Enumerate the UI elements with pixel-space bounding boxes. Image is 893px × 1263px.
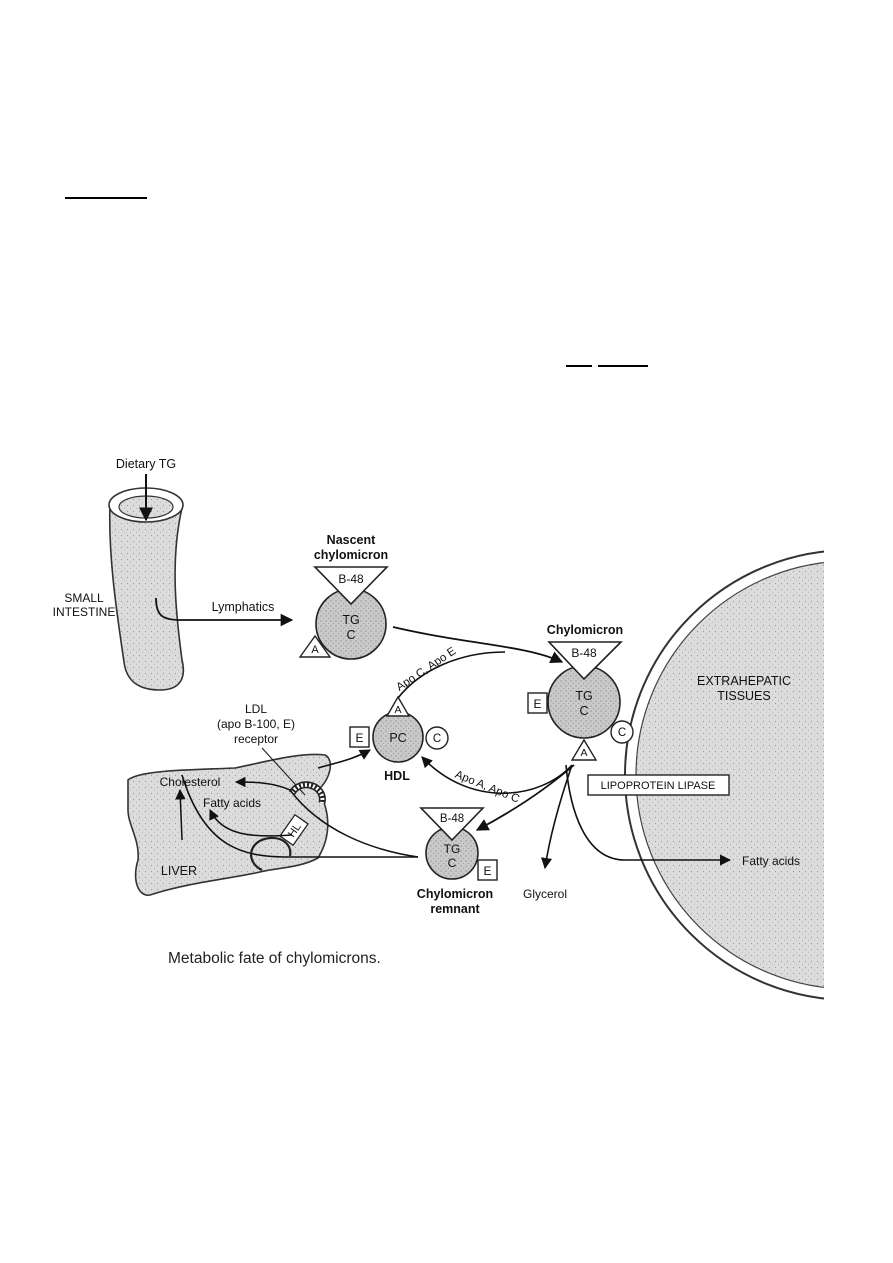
small-intestine-label-line2: INTESTINE	[53, 605, 116, 619]
remnant-to-receptor-line	[234, 776, 419, 858]
chylomicron-apo-e-label: E	[533, 697, 541, 711]
glycerol-arrow	[540, 764, 573, 870]
ldl-receptor: LDL (apo B-100, E) receptor	[217, 702, 326, 804]
chylomicron-apo-b48	[547, 641, 623, 681]
liver-label: LIVER	[161, 864, 197, 878]
lipoprotein-lipase-label: LIPOPROTEIN LIPASE	[601, 780, 716, 792]
ldl-receptor-label-line2: (apo B-100, E)	[217, 717, 295, 731]
liver-receptor-curl	[250, 836, 292, 871]
nascent-apo-b48	[313, 566, 389, 606]
ldl-receptor-label-line3: receptor	[234, 732, 278, 746]
hdl-apo-a-label: A	[394, 704, 401, 716]
chylomicron-apo-c	[610, 720, 634, 744]
chylomicron-apo-c-label: C	[618, 727, 626, 739]
hdl-core-label: PC	[389, 731, 406, 745]
nascent-apo-b48-label: B-48	[338, 572, 364, 586]
chylomicron-remnant: B-48 TG C E Chylomicron remnant	[417, 807, 498, 916]
nascent-apo-a-label: A	[311, 644, 319, 656]
nascent-chylomicron: Nascent chylomicron B-48 TG C A	[298, 533, 389, 660]
nascent-title-line1: Nascent	[327, 533, 376, 547]
lipoprotein-lipase-box	[587, 774, 730, 796]
fatty-acids-liver-label: Fatty acids	[203, 796, 261, 810]
hdl-title: HDL	[384, 769, 410, 783]
heading-underline	[65, 197, 147, 199]
hdl-apo-a	[385, 695, 411, 717]
nascent-core-c: C	[346, 628, 355, 642]
chylomicron-apo-e	[527, 692, 548, 714]
chylomicron-apo-b48-label: B-48	[571, 646, 597, 660]
remnant-apo-e-label: E	[483, 864, 491, 878]
remnant-title-line2: remnant	[430, 902, 480, 916]
remnant-apo-e	[477, 859, 498, 881]
hdl-apo-c-label: C	[433, 733, 441, 745]
chylomicron-to-remnant-arrow	[475, 764, 575, 831]
extrahepatic-label-line2: TISSUES	[717, 689, 771, 703]
extrahepatic-tissue: EXTRAHEPATIC TISSUES	[624, 540, 893, 1020]
remnant-apo-b48-label: B-48	[440, 813, 464, 825]
fatty-acids-tissue-label: Fatty acids	[742, 854, 800, 868]
chylomicron-core-c: C	[579, 704, 588, 718]
remnant-to-liver-arrow	[181, 774, 418, 858]
remnant-title-line1: Chylomicron	[417, 887, 493, 901]
remnant-apo-b48	[419, 807, 485, 842]
cholesterol-label: Cholesterol	[160, 775, 221, 789]
chylomicron-apo-a	[570, 738, 598, 761]
remnant-core-c: C	[448, 856, 457, 870]
hdl-particle: PC A E C HDL	[349, 695, 449, 783]
chylomicron-title: Chylomicron	[547, 623, 623, 637]
small-intestine: SMALL INTESTINE	[53, 487, 185, 691]
hdl-apo-e	[349, 726, 370, 748]
glycerol-label: Glycerol	[523, 887, 567, 901]
apo-a-c-transfer-arrow	[421, 756, 573, 795]
remnant-core-tg: TG	[444, 842, 461, 856]
nascent-core-tg: TG	[342, 613, 359, 627]
hdl-apo-e-label: E	[355, 731, 363, 745]
liver-to-hdl-arrow	[317, 749, 371, 769]
underline-long	[598, 365, 648, 367]
figure-caption: Metabolic fate of chylomicrons.	[168, 950, 381, 967]
small-intestine-label-line1: SMALL	[64, 591, 104, 605]
chylomicron: Chylomicron B-48 TG C E C A	[527, 623, 634, 761]
extrahepatic-label-line1: EXTRAHEPATIC	[697, 674, 791, 688]
lymphatics-label: Lymphatics	[212, 600, 275, 614]
ldl-receptor-label-line1: LDL	[245, 702, 267, 716]
fatty-acids-tissue-arrow	[565, 764, 732, 866]
lymphatics-arrow	[155, 597, 294, 627]
nascent-to-chylomicron-arrow	[392, 626, 564, 663]
nascent-title-line2: chylomicron	[314, 548, 388, 562]
hdl-apo-c	[425, 726, 449, 750]
chylomicron-apo-a-label: A	[580, 747, 587, 759]
dietary-tg-label: Dietary TG	[116, 457, 176, 471]
underline-short	[566, 365, 592, 367]
cholesterol-arrow-up	[175, 788, 186, 841]
nascent-apo-a	[298, 634, 332, 658]
chylomicron-core-tg: TG	[575, 689, 592, 703]
apo-c-e-transfer-arrow	[397, 651, 506, 699]
fatty-acids-liver-arrow	[209, 809, 293, 837]
